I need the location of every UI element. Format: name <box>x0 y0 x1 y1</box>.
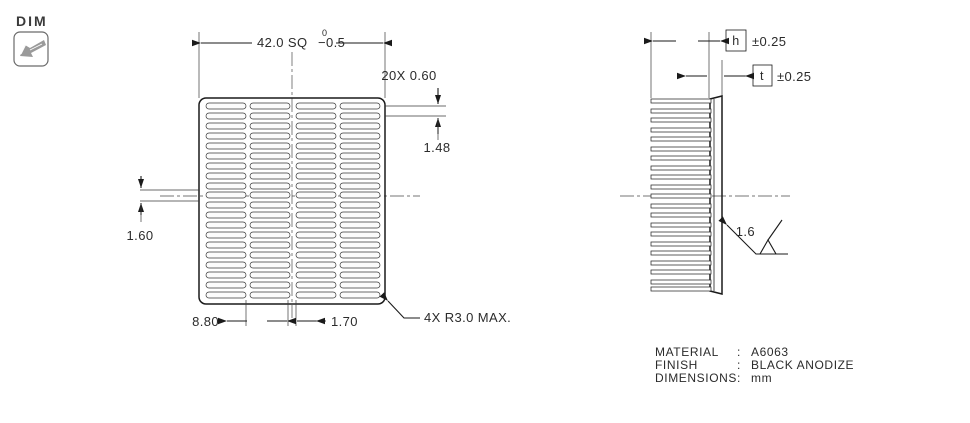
slot-row <box>205 182 381 190</box>
slot-row <box>205 211 381 219</box>
bottom-dim-left-value: 8.80 <box>192 314 219 329</box>
dim-badge-label: DIM <box>16 13 48 29</box>
fin-gap-left-value: 1.60 <box>127 228 154 243</box>
width-tolerance-lower: −0.5 <box>318 35 345 50</box>
slot-row <box>205 271 381 279</box>
slot-row <box>205 152 381 160</box>
side-view: h ±0.25 t ±0.25 <box>620 29 811 295</box>
caliper-icon <box>13 31 49 67</box>
dim-badge: DIM <box>13 13 49 67</box>
width-tolerance-upper: 0 <box>322 28 327 38</box>
surface-finish-value: 1.6 <box>736 224 755 239</box>
height-symbol-box <box>725 29 747 52</box>
corner-radius-value: 4X R3.0 MAX. <box>424 310 511 325</box>
thickness-symbol: t <box>760 69 764 83</box>
note-sep: : <box>737 345 741 359</box>
note-key: FINISH <box>655 358 698 372</box>
slot-row <box>205 142 381 150</box>
height-tolerance: ±0.25 <box>752 34 786 49</box>
slot-row <box>205 172 381 180</box>
note-key: MATERIAL <box>655 345 719 359</box>
note-value: BLACK ANODIZE <box>751 358 854 372</box>
note-value: A6063 <box>751 345 789 359</box>
slot-row <box>205 102 381 110</box>
slot-row <box>205 281 381 289</box>
width-dimension: 42.0 SQ −0.5 0 <box>192 28 392 98</box>
slot-row <box>205 162 381 170</box>
note-key: DIMENSIONS <box>655 371 737 385</box>
slot-row <box>205 122 381 130</box>
height-symbol: h <box>732 34 739 48</box>
note-sep: : <box>737 358 741 372</box>
thickness-symbol-box <box>752 64 773 87</box>
thickness-dimension: t ±0.25 <box>677 64 811 87</box>
pitch-dimension: 20X 0.60 1.48 <box>381 68 450 155</box>
width-dimension-value: 42.0 SQ <box>257 35 308 50</box>
slot-row <box>205 291 381 299</box>
slot-row <box>205 251 381 259</box>
thickness-tolerance: ±0.25 <box>777 69 811 84</box>
slot-row <box>205 261 381 269</box>
base-plate <box>709 95 723 295</box>
note-sep: : <box>737 371 741 385</box>
surface-finish-callout: 1.6 <box>718 216 788 255</box>
bottom-dimensions: 8.80 1.70 <box>192 300 358 329</box>
note-value: mm <box>751 371 772 385</box>
corner-radius-callout: 4X R3.0 MAX. <box>379 292 511 325</box>
fin-gap-left-dimension: 1.60 <box>127 176 199 243</box>
notes-block: MATERIAL : A6063 FINISH : BLACK ANODIZE … <box>655 345 854 385</box>
slot-row <box>205 231 381 239</box>
slot-row <box>205 112 381 120</box>
slot-row <box>205 241 381 249</box>
bottom-dim-right-value: 1.70 <box>331 314 358 329</box>
slot-row <box>205 221 381 229</box>
pitch-callout-value: 20X 0.60 <box>381 68 436 83</box>
slot-row <box>205 201 381 209</box>
fin-gap-right-value: 1.48 <box>424 140 451 155</box>
fin-slot-grid <box>205 102 381 299</box>
slot-row <box>205 191 381 199</box>
top-view: 42.0 SQ −0.5 0 <box>127 28 511 329</box>
height-dimension: h ±0.25 <box>644 29 786 52</box>
fin-stack <box>650 98 712 292</box>
slot-row <box>205 132 381 140</box>
